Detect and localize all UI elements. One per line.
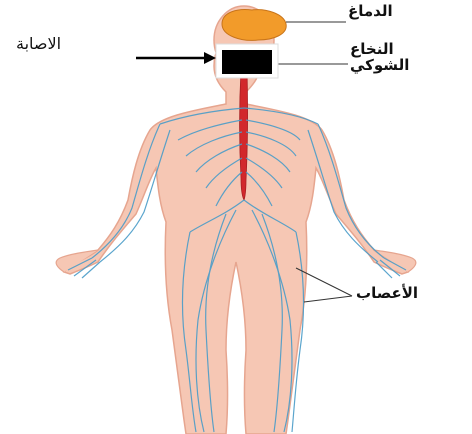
spinal-cord-label-line2: الشوكي	[350, 58, 409, 74]
body-outline	[64, 40, 408, 434]
nerves-pointer-line-2	[304, 296, 352, 302]
nerves-label: الأعصاب	[356, 286, 418, 302]
injury-label: الاصابة	[16, 36, 61, 53]
brain-label: الدماغ	[348, 4, 393, 20]
arrow-right-icon	[136, 52, 216, 64]
brain-shape	[222, 10, 286, 41]
spinal-cord-label: النخاع الشوكي	[350, 42, 409, 74]
injury-box	[222, 50, 272, 74]
